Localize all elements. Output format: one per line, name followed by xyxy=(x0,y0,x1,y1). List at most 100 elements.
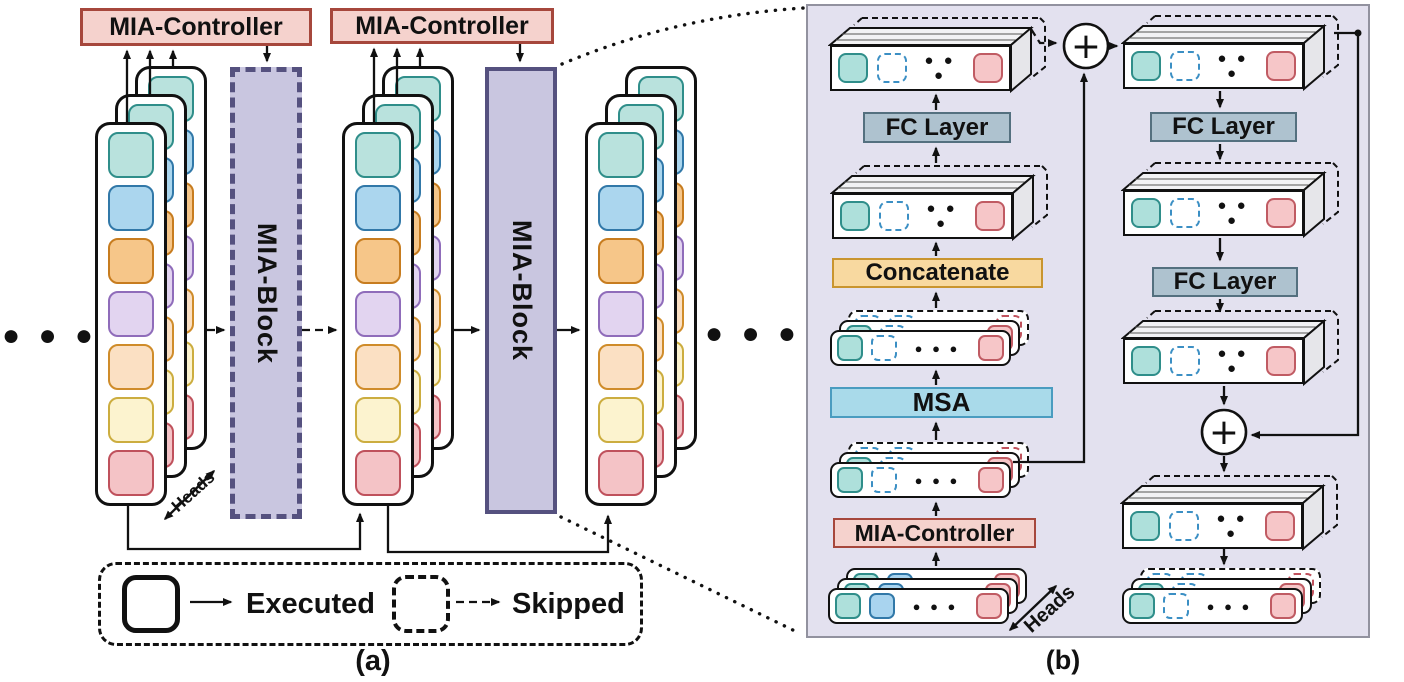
cell-ghost xyxy=(879,201,909,231)
token-yellow xyxy=(598,397,644,443)
tensor-face: ● ● ● xyxy=(830,45,1011,91)
ellipsis-dots: ● ● ● xyxy=(1206,598,1253,614)
ellipsis-dots: ● ● ● xyxy=(914,340,961,356)
cell-teal xyxy=(837,467,863,493)
tensor-box-right-2: ● ● ● xyxy=(1121,160,1343,240)
head-bar: ● ● ● xyxy=(830,330,1011,366)
cell-ghost xyxy=(1169,511,1199,541)
cell-teal xyxy=(840,201,870,231)
concatenate-box: Concatenate xyxy=(832,258,1043,288)
cell-teal xyxy=(838,53,868,83)
token-blue xyxy=(355,185,401,231)
token-red xyxy=(598,450,644,496)
token-red xyxy=(108,450,154,496)
cell-pink xyxy=(978,335,1004,361)
tensor-box-left-bottom: ● ● ● xyxy=(830,163,1052,243)
cell-teal xyxy=(837,335,863,361)
token-blue xyxy=(598,185,644,231)
mia-block-1-label: MIA-Block xyxy=(251,222,282,364)
cell-pink xyxy=(976,593,1002,619)
tensor-box-right-3: ● ● ● xyxy=(1121,308,1343,388)
ellipsis-dots: ● ● ● xyxy=(914,472,961,488)
mia-block-2-label: MIA-Block xyxy=(506,219,537,362)
token-teal xyxy=(598,132,644,178)
token-orange xyxy=(598,238,644,284)
token-orange xyxy=(108,238,154,284)
mia-block-2-executed: MIA-Block xyxy=(485,67,557,514)
ellipsis-dots: ● ● ● xyxy=(1216,510,1248,542)
skipped-head-outline xyxy=(853,17,1046,80)
legend-executed-swatch xyxy=(122,575,180,633)
cell-ghost xyxy=(877,53,907,83)
token-orange xyxy=(355,238,401,284)
tensor-box-right-1: ● ● ● xyxy=(1121,13,1343,93)
tensor-face: ● ● ● xyxy=(832,193,1013,239)
cell-ghost xyxy=(1170,51,1200,81)
cell-ghost xyxy=(1163,593,1189,619)
fc-layer-1-label: FC Layer xyxy=(885,113,989,141)
token-purple xyxy=(355,291,401,337)
cell-ghost xyxy=(871,467,897,493)
mia-controller-b: MIA-Controller xyxy=(833,518,1036,548)
fc-layer-2: FC Layer xyxy=(1150,112,1297,142)
tensor-face: ● ● ● xyxy=(1123,190,1304,236)
cell-pink xyxy=(1270,593,1296,619)
cell-teal xyxy=(1130,511,1160,541)
cell-ghost xyxy=(1170,198,1200,228)
token-yellow xyxy=(355,397,401,443)
ellipsis-dots: ● ● ● xyxy=(912,598,959,614)
token-purple xyxy=(108,291,154,337)
msa-box: MSA xyxy=(830,387,1053,418)
cell-pink xyxy=(1266,51,1296,81)
token-yellow xyxy=(108,397,154,443)
cell-teal xyxy=(835,593,861,619)
head-bar: ● ● ● xyxy=(1122,588,1303,624)
fc-layer-2-label: FC Layer xyxy=(1172,113,1275,140)
token-peach xyxy=(598,344,644,390)
fc-layer-3-label: FC Layer xyxy=(1173,268,1277,295)
legend-executed-label: Executed xyxy=(246,588,375,620)
cell-ghost xyxy=(1170,346,1200,376)
cell-blue xyxy=(869,593,895,619)
cell-teal xyxy=(1129,593,1155,619)
tensor-face: ● ● ● xyxy=(1123,43,1304,89)
ellipsis-dots: ● ● ● xyxy=(926,200,958,232)
head-card-front xyxy=(342,122,414,506)
fc-layer-3: FC Layer xyxy=(1152,267,1298,297)
mia-controller-1-label: MIA-Controller xyxy=(109,12,283,41)
legend-skipped-swatch xyxy=(392,575,450,633)
cell-pink xyxy=(973,53,1003,83)
head-bar: ● ● ● xyxy=(828,588,1009,624)
token-peach xyxy=(108,344,154,390)
head-card-front xyxy=(585,122,657,506)
panel-a-caption: (a) xyxy=(355,645,391,677)
cell-ghost xyxy=(871,335,897,361)
tensor-box-left-top: ● ● ● xyxy=(828,15,1050,95)
token-teal xyxy=(108,132,154,178)
tensor-face: ● ● ● xyxy=(1122,503,1303,549)
token-red xyxy=(355,450,401,496)
ellipsis-left: ● ● ● xyxy=(2,319,99,352)
ellipsis-dots: ● ● ● xyxy=(1217,197,1249,229)
mia-controller-2: MIA-Controller xyxy=(330,8,554,44)
head-bar: ● ● ● xyxy=(830,462,1011,498)
mia-controller-2-label: MIA-Controller xyxy=(355,11,529,40)
cell-pink xyxy=(1266,198,1296,228)
concatenate-label: Concatenate xyxy=(865,259,1010,286)
mia-controller-1: MIA-Controller xyxy=(80,8,312,46)
cell-pink xyxy=(1265,511,1295,541)
token-teal xyxy=(355,132,401,178)
legend-skipped-label: Skipped xyxy=(512,588,625,620)
tensor-box-right-4: ● ● ● xyxy=(1120,473,1342,553)
ellipsis-right: ● ● ● xyxy=(705,317,802,350)
panel-b-caption: (b) xyxy=(1045,645,1081,675)
cell-teal xyxy=(1131,198,1161,228)
cell-pink xyxy=(975,201,1005,231)
cell-pink xyxy=(1266,346,1296,376)
msa-label: MSA xyxy=(912,387,971,417)
token-blue xyxy=(108,185,154,231)
mia-block-1-skipped: MIA-Block xyxy=(230,67,302,519)
tensor-face: ● ● ● xyxy=(1123,338,1304,384)
cell-pink xyxy=(978,467,1004,493)
